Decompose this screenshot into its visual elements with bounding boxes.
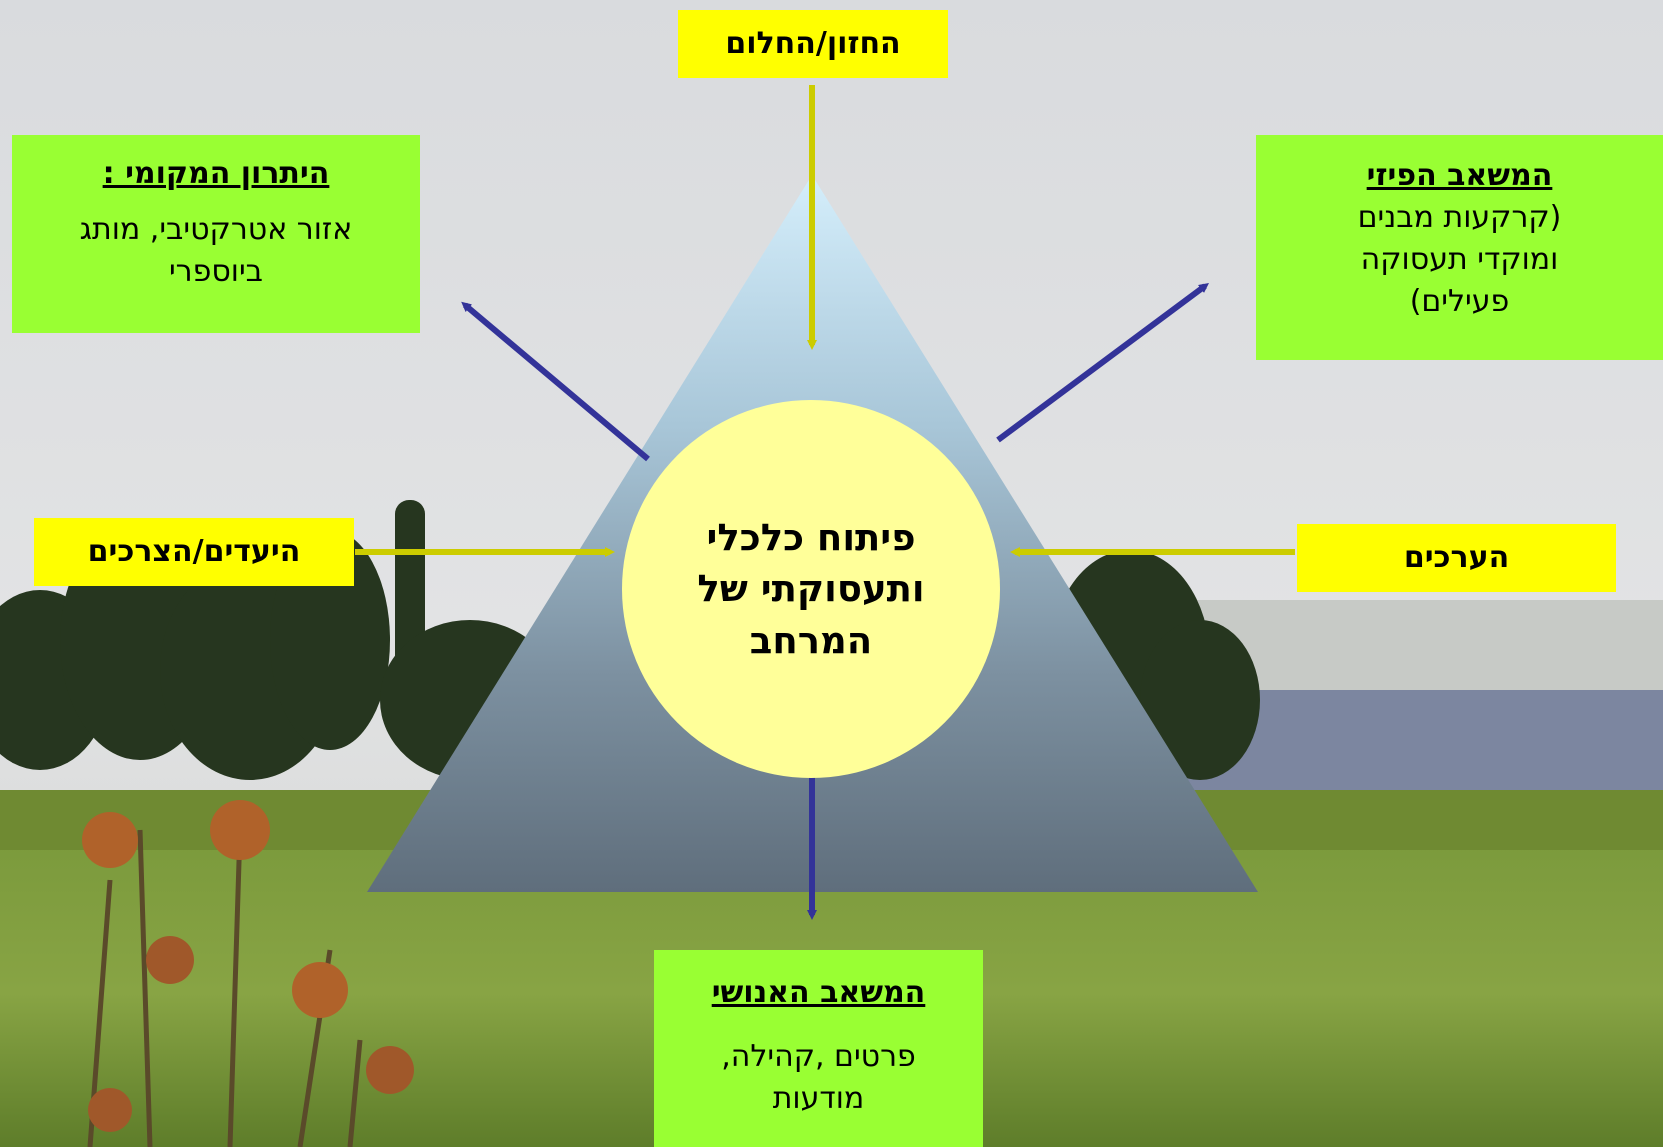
center-label: פיתוח כלכלי ותעסוקתי של המרחב — [697, 512, 924, 665]
physical-resource-box: המשאב הפיזי (קרקעות מבנים ומוקדי תעסוקה … — [1256, 135, 1663, 360]
wild-plants — [82, 800, 414, 1147]
vision-label: החזון/החלום — [725, 26, 901, 61]
human-resource-heading: המשאב האנושי — [711, 975, 926, 1010]
distant-hills — [1180, 600, 1663, 690]
distant-fields — [1180, 690, 1663, 800]
physical-resource-line-3: פעילים) — [1409, 284, 1510, 319]
physical-resource-heading: המשאב הפיזי — [1366, 158, 1553, 193]
local-advantage-heading: היתרון המקומי : — [102, 156, 330, 191]
arrow-to-physical-resource — [996, 283, 1210, 443]
human-resource-line-2: מודעות — [772, 1081, 865, 1116]
values-box: הערכים — [1297, 524, 1616, 592]
arrow-to-vision-box — [461, 301, 650, 462]
human-resource-line-1: פרטים ,קהילה, — [721, 1039, 916, 1074]
local-advantage-line-1: אזור אטרקטיבי, מותג — [79, 212, 353, 247]
center-circle: פיתוח כלכלי ותעסוקתי של המרחב — [622, 400, 1000, 778]
center-line-2: ותעסוקתי של — [697, 567, 925, 611]
physical-resource-line-2: ומוקדי תעסוקה — [1360, 242, 1559, 277]
goals-box: היעדים/הצרכים — [34, 518, 354, 586]
center-line-1: פיתוח כלכלי — [706, 516, 916, 560]
values-label: הערכים — [1403, 540, 1510, 575]
local-advantage-line-2: ביוספרי — [168, 254, 264, 289]
local-advantage-box: היתרון המקומי : אזור אטרקטיבי, מותג ביוס… — [12, 135, 420, 333]
center-line-3: המרחב — [749, 618, 873, 662]
human-resource-box: המשאב האנושי פרטים ,קהילה, מודעות — [654, 950, 983, 1147]
vision-box: החזון/החלום — [678, 10, 948, 78]
physical-resource-line-1: (קרקעות מבנים — [1357, 200, 1562, 235]
goals-label: היעדים/הצרכים — [87, 534, 301, 569]
